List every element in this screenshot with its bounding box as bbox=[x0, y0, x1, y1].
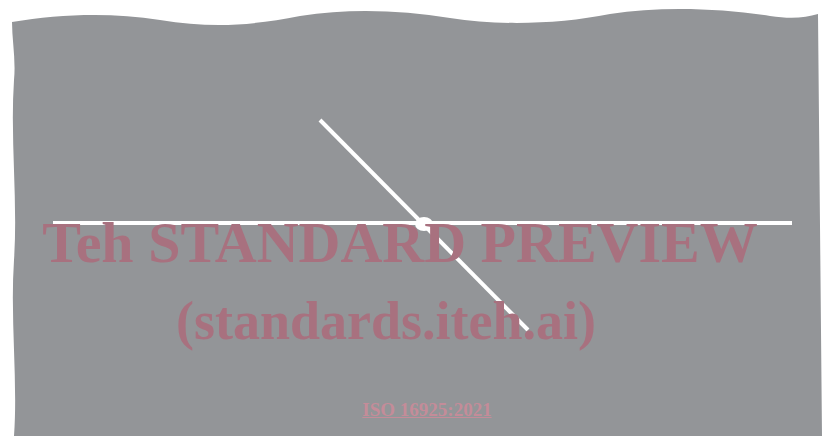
watermark-text: (standards.iteh.ai) bbox=[176, 294, 596, 348]
grey-sample-surface bbox=[12, 9, 822, 436]
standard-number: ISO 16925:2021 bbox=[362, 400, 491, 419]
watermark-text: Teh STANDARD PREVIEW bbox=[42, 214, 757, 272]
